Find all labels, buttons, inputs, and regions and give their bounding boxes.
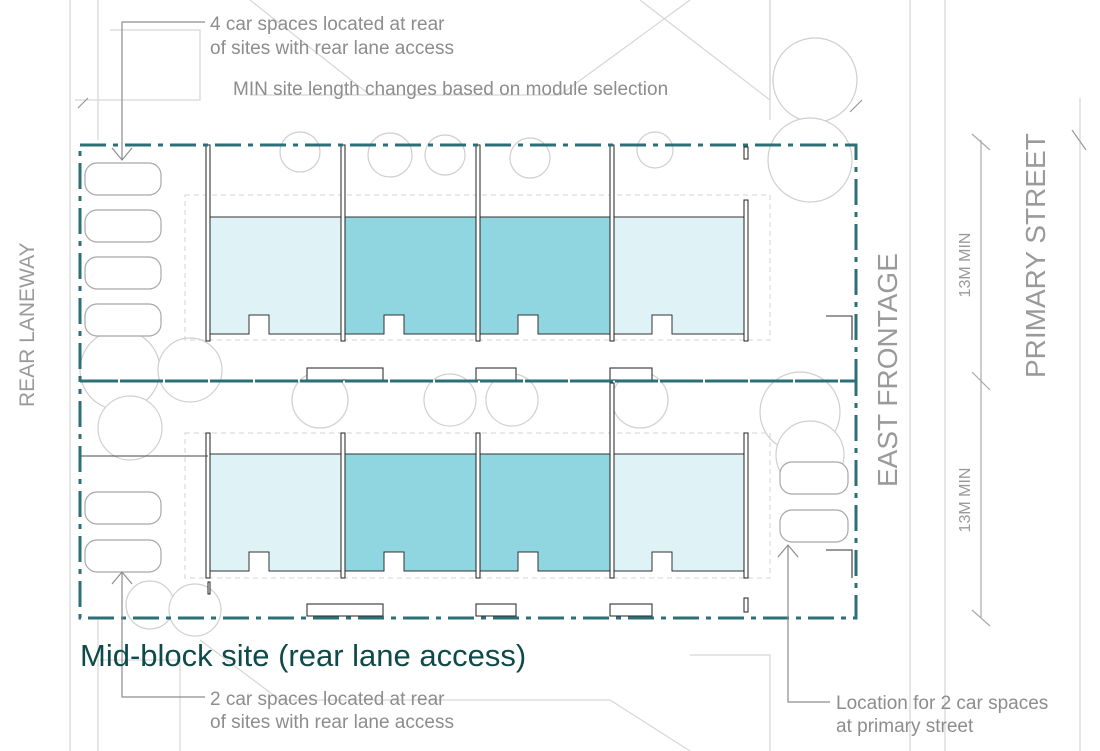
leader-lines <box>111 21 830 703</box>
dimension-label-south: 13M MIN <box>957 467 974 533</box>
east-frontage-label: EAST FRONTAGE <box>872 253 903 487</box>
primary-note-line2: at primary street <box>836 716 974 737</box>
site-boundary-south <box>78 379 858 620</box>
module-row2-unit4 <box>613 453 745 572</box>
dimension-line <box>971 133 991 627</box>
primary-note-line1: Location for 2 car spaces <box>836 693 1049 714</box>
module-row1-unit1 <box>209 216 342 335</box>
rear-laneway-label: REAR LANEWAY <box>16 242 39 407</box>
dimension-label-north: 13M MIN <box>957 232 974 298</box>
context-linework <box>69 0 1087 751</box>
site-boundary-north <box>78 143 858 383</box>
site-boundaries <box>78 143 858 620</box>
primary-street-label: PRIMARY STREET <box>1020 133 1051 378</box>
top-note-line2: of sites with rear lane access <box>210 38 454 59</box>
bottom-note-line2: of sites with rear lane access <box>210 712 454 733</box>
top-note-line1: 4 car spaces located at rear <box>210 14 445 35</box>
bottom-note-line1: 2 car spaces located at rear <box>210 689 445 710</box>
module-row1-unit3 <box>479 216 611 335</box>
module-row2-unit3 <box>479 453 611 572</box>
module-row1-unit4 <box>613 216 745 335</box>
module-row1-unit2 <box>344 216 477 335</box>
housing-modules <box>209 216 745 572</box>
min-length-note: MIN site length changes based on module … <box>233 79 669 100</box>
module-row2-unit2 <box>344 453 477 572</box>
fences-and-gates <box>80 315 853 617</box>
tree-canopies <box>79 37 858 637</box>
module-row2-unit1 <box>209 453 342 572</box>
page-title: Mid-block site (rear lane access) <box>80 638 527 673</box>
car-spaces <box>84 162 849 573</box>
